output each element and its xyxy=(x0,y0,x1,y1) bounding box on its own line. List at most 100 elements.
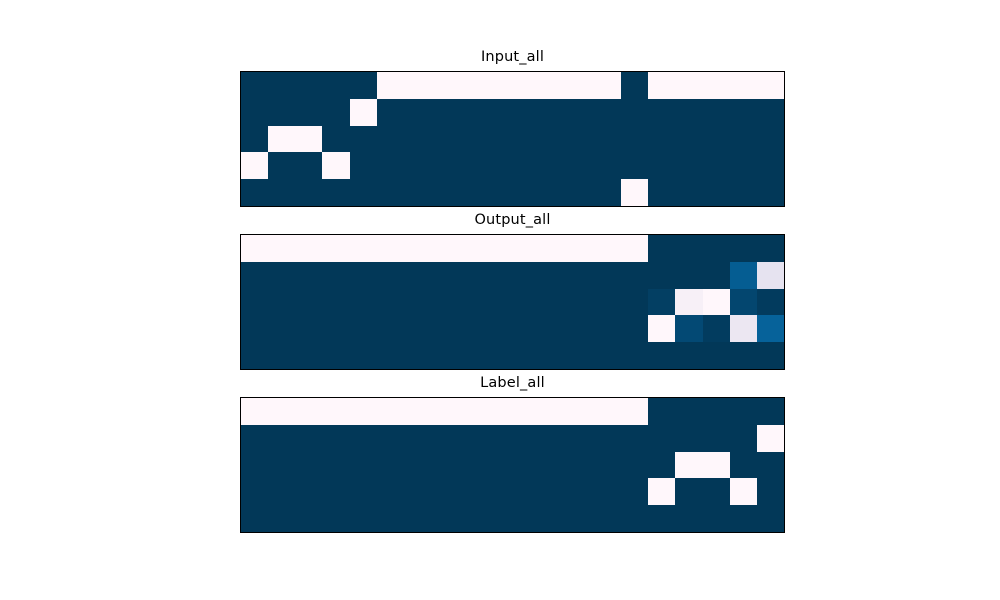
heatmap-cell xyxy=(485,179,513,206)
heatmap-cell xyxy=(268,288,296,316)
heatmap-cell xyxy=(512,342,540,369)
heatmap-cell xyxy=(241,125,269,153)
heatmap-cell xyxy=(431,478,459,506)
heatmap-cell xyxy=(241,424,269,452)
heatmap-cell xyxy=(485,451,513,479)
heatmap-cell xyxy=(539,152,567,180)
heatmap-cell xyxy=(431,235,459,262)
heatmap-cell xyxy=(729,98,757,126)
heatmap-cell xyxy=(756,478,784,506)
panel-label-all: Label_all xyxy=(240,374,785,534)
heatmap-cell xyxy=(403,179,432,206)
heatmap-cell xyxy=(349,261,377,289)
heatmap-cell xyxy=(322,235,350,262)
heatmap-cell xyxy=(621,288,649,316)
heatmap-cell xyxy=(322,98,350,126)
heatmap-cell xyxy=(756,152,784,180)
heatmap-cell xyxy=(376,125,404,153)
heatmap-cell xyxy=(539,315,567,343)
heatmap-cell xyxy=(268,261,296,289)
heatmap-cell xyxy=(675,342,703,369)
heatmap-cell xyxy=(295,125,323,153)
heatmap-cell xyxy=(268,179,296,206)
heatmap-cell xyxy=(349,125,377,153)
heatmap-cell xyxy=(295,315,323,343)
heatmap-cell xyxy=(295,451,323,479)
heatmap-cell xyxy=(458,505,486,532)
heatmap-cell xyxy=(702,179,730,206)
heatmap-cell xyxy=(431,505,459,532)
heatmap-cell xyxy=(566,398,594,425)
heatmap-cell xyxy=(539,478,567,506)
heatmap-cell xyxy=(485,98,513,126)
heatmap-cell xyxy=(485,125,513,153)
heatmap-cell xyxy=(512,505,540,532)
heatmap-cell xyxy=(512,125,540,153)
heatmap-cell xyxy=(675,179,703,206)
heatmap-cell xyxy=(241,315,269,343)
heatmap-cell xyxy=(241,505,269,532)
heatmap-cell xyxy=(458,315,486,343)
heatmap-cell xyxy=(376,288,404,316)
heatmap-cell xyxy=(458,478,486,506)
heatmap-cell xyxy=(756,179,784,206)
heatmap-cell xyxy=(403,98,432,126)
heatmap-cell xyxy=(431,261,459,289)
heatmap-cell xyxy=(349,478,377,506)
heatmap-cell xyxy=(566,72,594,99)
heatmap-cell xyxy=(512,451,540,479)
heatmap-cell xyxy=(241,235,269,262)
heatmap-cell xyxy=(566,179,594,206)
heatmap-cell xyxy=(485,424,513,452)
heatmap-cell xyxy=(621,398,649,425)
heatmap-cell xyxy=(648,98,676,126)
heatmap-cell xyxy=(403,451,432,479)
heatmap-cell xyxy=(702,315,730,343)
heatmap-cell xyxy=(729,424,757,452)
heatmap-cell xyxy=(403,125,432,153)
heatmap-cell xyxy=(539,179,567,206)
heatmap-cell xyxy=(539,398,567,425)
heatmap-cell xyxy=(295,342,323,369)
heatmap-cell xyxy=(756,315,784,343)
heatmap-cell xyxy=(566,315,594,343)
heatmap-cell xyxy=(349,342,377,369)
heatmap-cell xyxy=(403,72,432,99)
heatmap-cell xyxy=(729,288,757,316)
heatmap-cell xyxy=(268,235,296,262)
heatmap-cell xyxy=(485,152,513,180)
heatmap-cell xyxy=(729,451,757,479)
heatmap-cell xyxy=(539,342,567,369)
heatmap-cell xyxy=(593,98,622,126)
heatmap-cell xyxy=(431,125,459,153)
heatmap-cell xyxy=(376,451,404,479)
heatmap-cell xyxy=(458,152,486,180)
heatmap-cell xyxy=(295,398,323,425)
heatmap-cell xyxy=(295,72,323,99)
heatmap-cell xyxy=(675,125,703,153)
heatmap-cell xyxy=(675,451,703,479)
heatmap-cell xyxy=(756,235,784,262)
heatmap-cell xyxy=(295,505,323,532)
heatmap-cell xyxy=(729,152,757,180)
heatmap-cell xyxy=(621,235,649,262)
heatmap-cell xyxy=(349,451,377,479)
heatmap-cell xyxy=(241,342,269,369)
heatmap-cell xyxy=(621,451,649,479)
heatmap-cell xyxy=(593,288,622,316)
heatmap-cell xyxy=(702,398,730,425)
heatmap-cell xyxy=(322,478,350,506)
heatmap-cell xyxy=(621,315,649,343)
heatmap-cell xyxy=(376,152,404,180)
heatmap-cell xyxy=(756,505,784,532)
heatmap-grid xyxy=(241,398,784,532)
panel-output-all: Output_all xyxy=(240,211,785,371)
heatmap-cell xyxy=(322,179,350,206)
heatmap-cell xyxy=(675,315,703,343)
heatmap-cell xyxy=(756,342,784,369)
heatmap-cell xyxy=(376,342,404,369)
heatmap-cell xyxy=(648,478,676,506)
heatmap-cell xyxy=(566,98,594,126)
heatmap-cell xyxy=(458,179,486,206)
heatmap-cell xyxy=(431,288,459,316)
